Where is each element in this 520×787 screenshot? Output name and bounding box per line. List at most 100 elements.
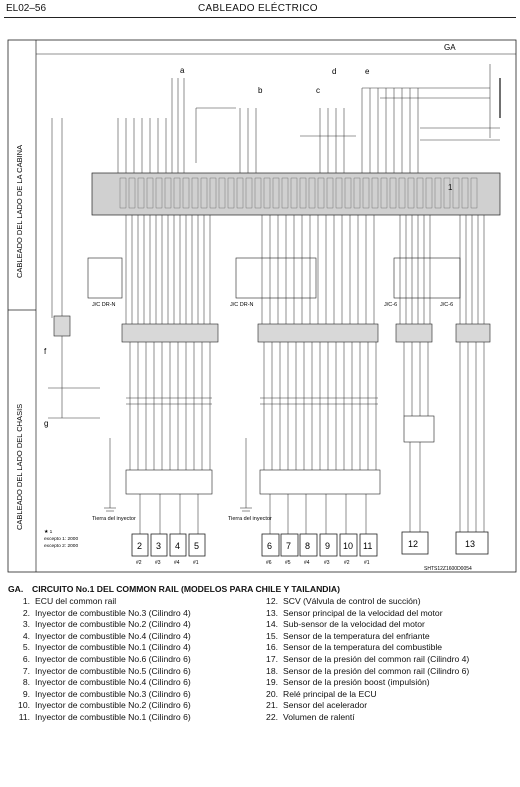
- jc-label-3: J/C-6: [384, 302, 397, 308]
- ecu-pin: [344, 177, 352, 209]
- ecu-pin: [272, 177, 280, 209]
- injector-box-label: 4: [175, 541, 180, 551]
- injector-block-2: [259, 469, 381, 495]
- ecu-pin: [155, 177, 163, 209]
- ecu-pin: [191, 177, 199, 209]
- ecu-pin: [263, 177, 271, 209]
- ecu-pin: [137, 177, 145, 209]
- header-rule: [4, 17, 516, 18]
- letter-c: c: [316, 86, 320, 95]
- note-1: ★ 1: [44, 529, 53, 535]
- legend-item-text: Inyector de combustible No.4 (Cilindro 6…: [35, 677, 191, 688]
- box-13-label: 13: [465, 539, 475, 549]
- injector-box-label: 7: [286, 541, 291, 551]
- injector-box-label: 10: [343, 541, 353, 551]
- cylinder-label: #3: [155, 560, 161, 566]
- cylinder-label: #3: [324, 560, 330, 566]
- legend-item: 1. ECU del common rail: [14, 596, 254, 608]
- legend-left-column: 1. ECU del common rail 2.Inyector de combu…: [14, 596, 254, 724]
- sensor-block: [403, 415, 435, 443]
- legend-item-number: 5.: [22, 642, 30, 653]
- cylinder-label: #4: [304, 560, 310, 566]
- legend: GA. CIRCUITO No.1 DEL COMMON RAIL (MODEL…: [0, 582, 520, 787]
- legend-item-number: 9.: [22, 688, 30, 699]
- ground-label-1: Tierra del inyector: [92, 516, 136, 522]
- ecu-pin: [308, 177, 316, 209]
- legend-item-number: 14.: [266, 619, 278, 630]
- ecu-pin: [416, 177, 424, 209]
- legend-item-text: Inyector de combustible No.5 (Cilindro 6…: [35, 665, 191, 676]
- cylinder-label: #2: [136, 560, 142, 566]
- wire-bundle: [48, 64, 501, 534]
- cylinder-label: #4: [174, 560, 180, 566]
- legend-item: 14. Sub-sensor de la velocidad del motor: [262, 619, 512, 631]
- legend-item-number: 1.: [22, 596, 30, 606]
- injector-box: [150, 533, 168, 557]
- legend-item-number: 16.: [266, 642, 278, 653]
- connector-row-2: [257, 323, 379, 343]
- ecu-pin: [443, 177, 451, 209]
- legend-item: 8.Inyector de combustible No.4 (Cilindro…: [14, 677, 254, 689]
- page-code: EL02–56: [6, 3, 47, 14]
- legend-item-text: Sub-sensor de la velocidad del motor: [283, 619, 425, 630]
- injector-box-label: 2: [137, 541, 142, 551]
- diagram-frame: [7, 39, 517, 573]
- legend-item-text: Sensor de la temperatura del combustible: [283, 642, 443, 653]
- legend-item-number: 18.: [266, 665, 278, 676]
- legend-item-text: ECU del common rail: [35, 596, 117, 606]
- legend-item-text: Sensor de la temperatura del enfriante: [283, 630, 430, 641]
- connector-row-1: [121, 323, 219, 343]
- legend-item-text: Sensor principal de la velocidad del mot…: [283, 607, 443, 618]
- legend-item: 12.SCV (Válvula de control de succión): [262, 596, 512, 608]
- legend-item: 7.Inyector de combustible No.5 (Cilindro…: [14, 666, 254, 678]
- legend-item: 6.Inyector de combustible No.6 (Cilindro…: [14, 654, 254, 666]
- letter-f: f: [44, 347, 47, 356]
- legend-item: 11.Inyector de combustible No.1 (Cilindr…: [14, 712, 254, 724]
- side-label-cabin: CABLEADO DEL LADO DE LA CABINA: [15, 145, 24, 278]
- ecu-pin: [434, 177, 442, 209]
- box-12-label: 12: [408, 539, 418, 549]
- legend-item-text: Sensor del acelerador: [283, 700, 368, 711]
- jc-box-2: [235, 257, 317, 299]
- legend-item-number: 6.: [22, 653, 30, 664]
- injector-boxes-6cyl: 6#67#58#49#310#211#1: [261, 533, 378, 566]
- ecu-pin: [218, 177, 226, 209]
- legend-item: 3.Inyector de combustible No.2 (Cilindro…: [14, 619, 254, 631]
- ga-label: GA: [444, 43, 456, 52]
- legend-item: 20.Relé principal de la ECU: [262, 689, 512, 701]
- ecu-number: 1: [448, 183, 453, 192]
- ecu-pin: [461, 177, 469, 209]
- jc-label-1: J/C DR-N: [92, 302, 116, 308]
- connector-row-4: [455, 323, 491, 343]
- injector-box-label: 3: [156, 541, 161, 551]
- ecu-pin: [128, 177, 136, 209]
- legend-item-number: 22.: [266, 711, 278, 722]
- cylinder-label: #5: [285, 560, 291, 566]
- box-12: [401, 531, 429, 555]
- injector-box: [131, 533, 149, 557]
- cylinder-label: #2: [344, 560, 350, 566]
- legend-item-number: 20.: [266, 688, 278, 699]
- ecu-pin: [353, 177, 361, 209]
- ecu-pin: [182, 177, 190, 209]
- letter-b: b: [258, 86, 263, 95]
- page-title: CABLEADO ELÉCTRICO: [198, 3, 318, 14]
- letter-e: e: [365, 67, 370, 76]
- legend-item-number: 12.: [266, 596, 278, 606]
- cylinder-label: #6: [266, 560, 272, 566]
- injector-box: [319, 533, 338, 557]
- jc-box-3: [393, 257, 461, 299]
- legend-item-text: Sensor de la presión del common rail (Ci…: [283, 665, 470, 676]
- ecu-connector-band: [91, 172, 501, 216]
- ecu-pin: [371, 177, 379, 209]
- injector-box: [299, 533, 318, 557]
- legend-item: 2.Inyector de combustible No.3 (Cilindro…: [14, 608, 254, 620]
- connector-f: [53, 315, 71, 337]
- ecu-pin: [119, 177, 127, 209]
- injector-boxes-4cyl: 2#23#34#45#1: [131, 533, 206, 566]
- ecu-pin: [299, 177, 307, 209]
- jc-label-2: J/C DR-N: [230, 302, 254, 308]
- wiring-diagram: CABLEADO DEL LADO DE LA CABINA CABLEADO …: [7, 39, 517, 573]
- injector-box-label: 9: [325, 541, 330, 551]
- legend-item-text: Inyector de combustible No.1 (Cilindro 4…: [35, 642, 191, 653]
